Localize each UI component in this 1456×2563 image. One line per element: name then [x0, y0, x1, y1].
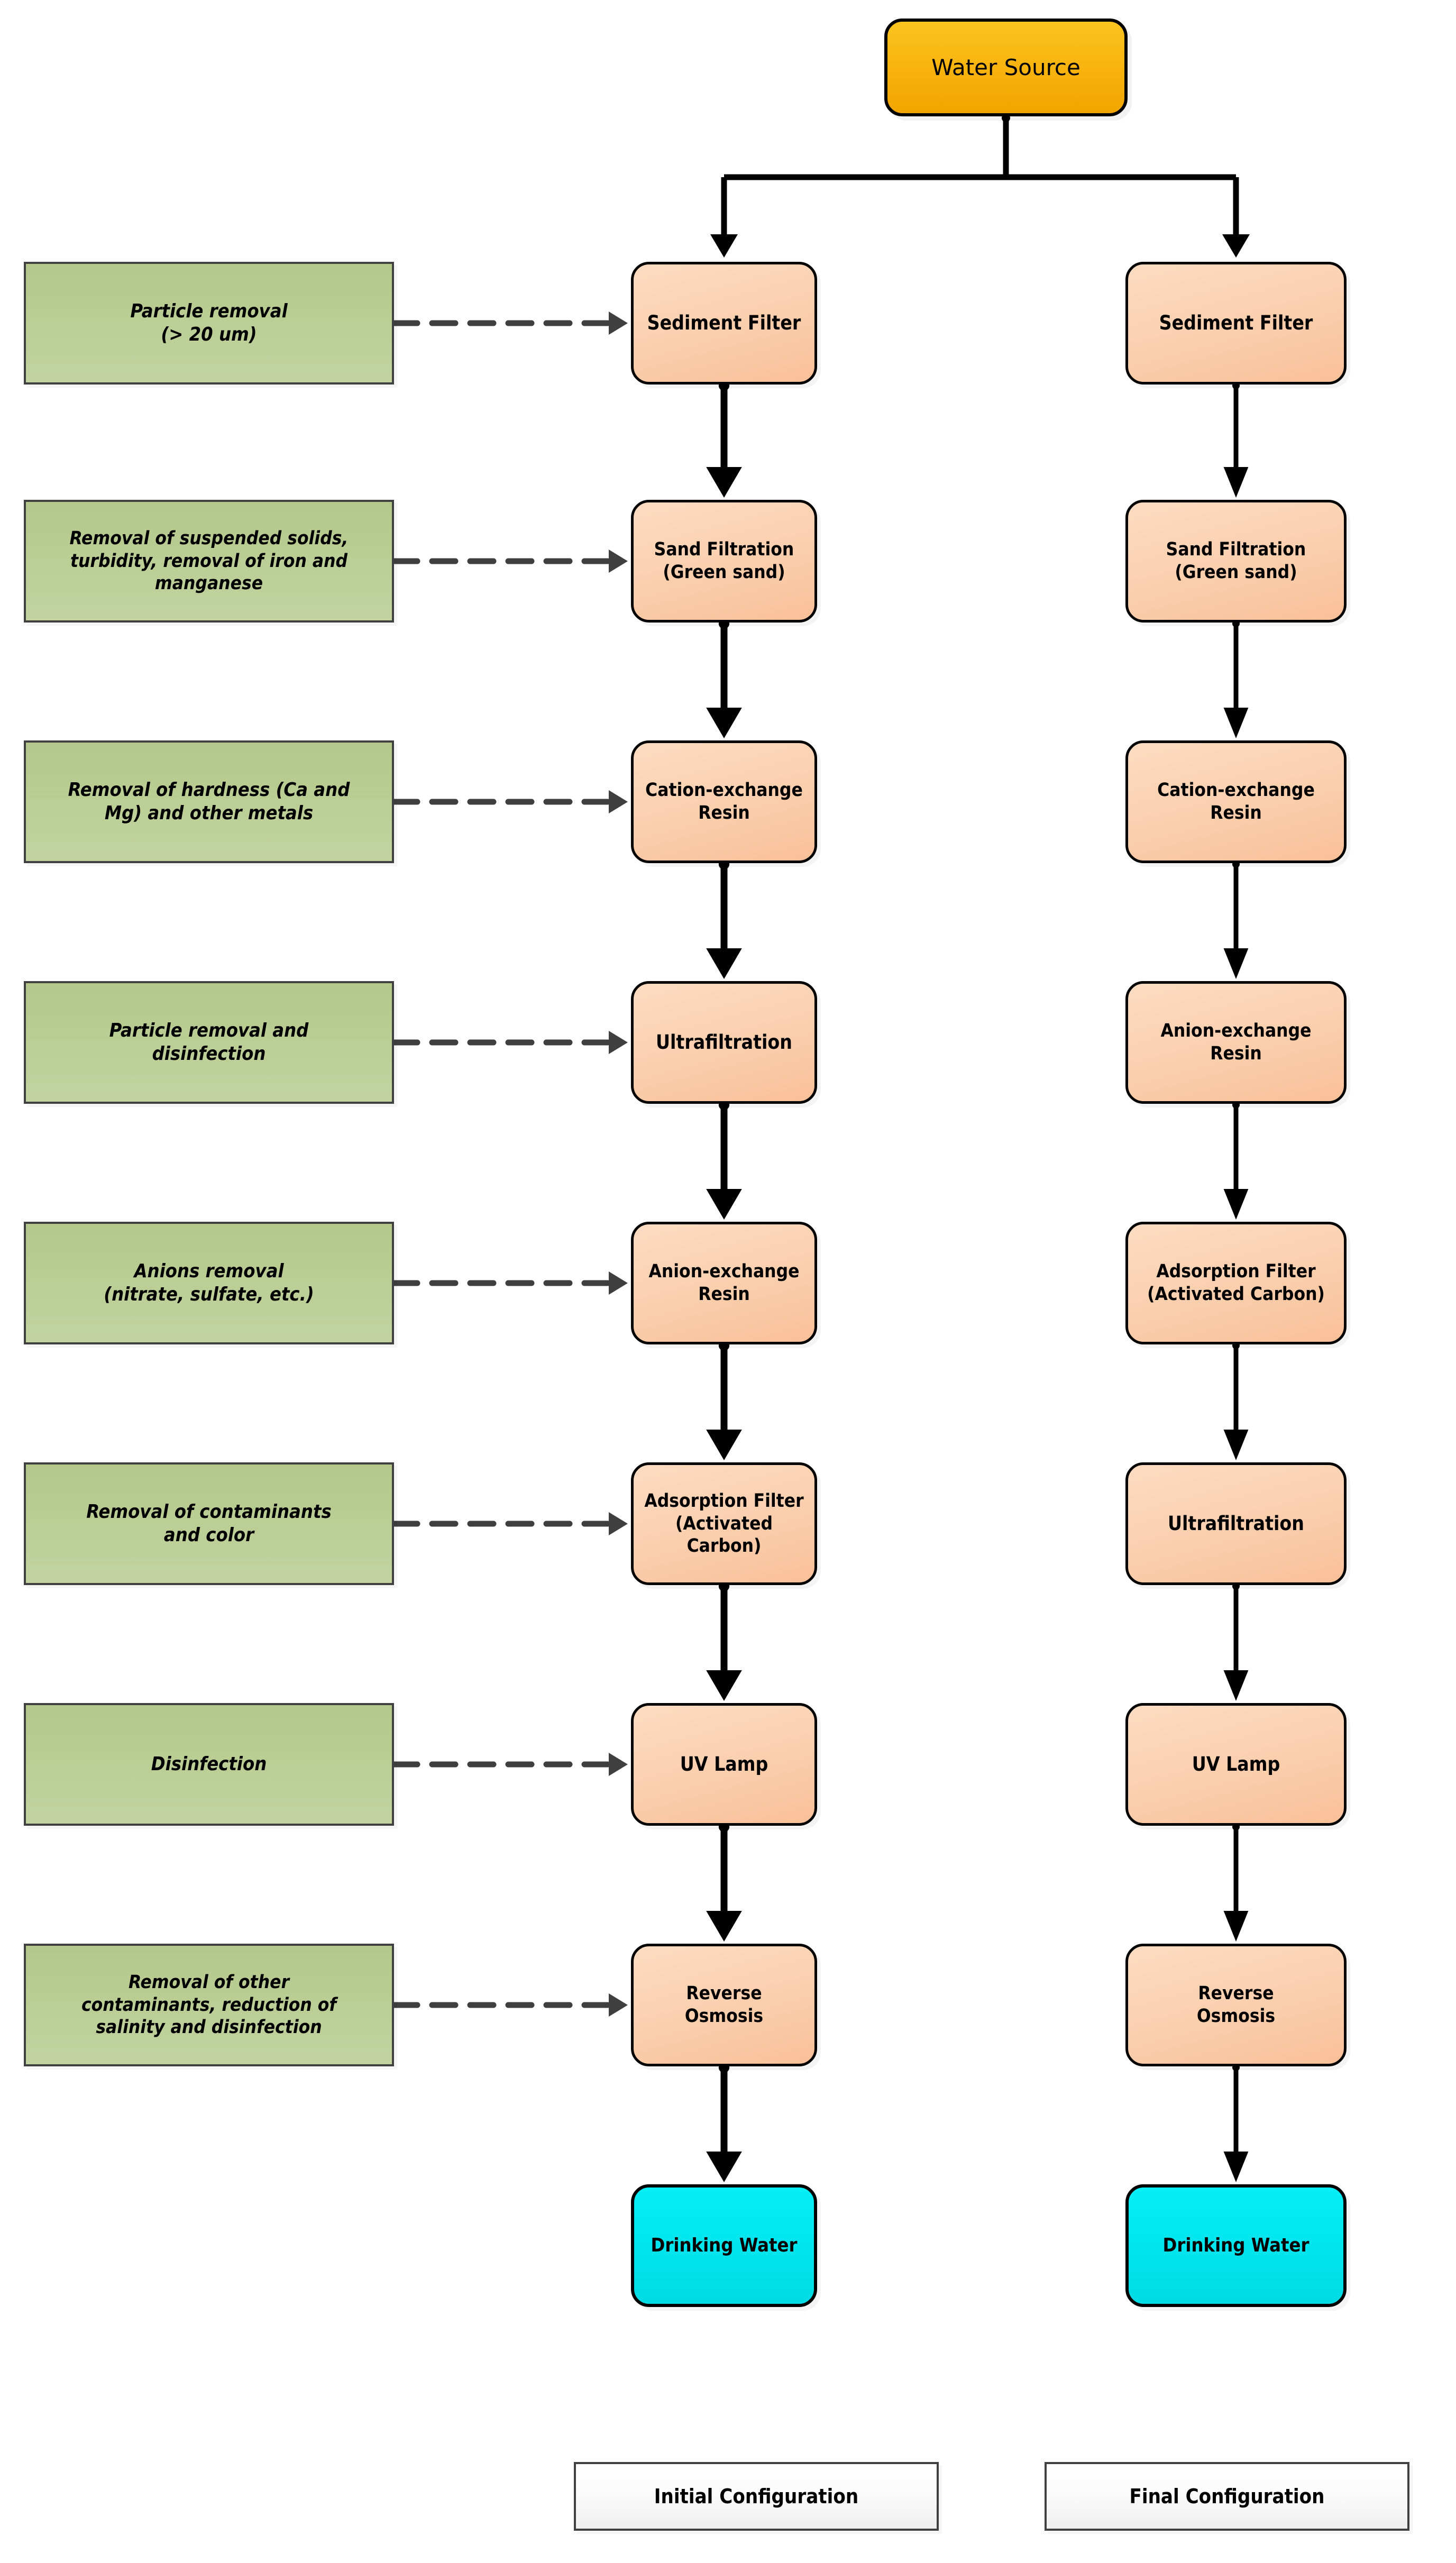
node-final-5[interactable]: Adsorption Filter(Activated Carbon): [1125, 1222, 1347, 1344]
node-initial-1[interactable]: Sediment Filter: [631, 262, 817, 385]
node-final-9[interactable]: Drinking Water: [1125, 2184, 1347, 2307]
node-initial-4[interactable]: Ultrafiltration: [631, 981, 817, 1104]
node-final-5-label: Adsorption Filter(Activated Carbon): [1147, 1261, 1325, 1305]
node-initial-9-label: Drinking Water: [651, 2235, 798, 2257]
annotation-box-5-label: Anions removal(nitrate, sulfate, etc.): [104, 1260, 314, 1305]
node-initial-2[interactable]: Sand Filtration(Green sand): [631, 500, 817, 623]
node-water-source[interactable]: Water Source: [884, 19, 1128, 116]
annotation-box-1[interactable]: Particle removal(> 20 um): [24, 262, 394, 385]
annotation-box-1-label: Particle removal(> 20 um): [130, 300, 288, 345]
legend-final-configuration-label: Final Configuration: [1129, 2484, 1325, 2508]
node-initial-1-label: Sediment Filter: [647, 312, 801, 335]
annotation-box-2[interactable]: Removal of suspended solids,turbidity, r…: [24, 500, 394, 623]
node-initial-4-label: Ultrafiltration: [656, 1031, 792, 1054]
node-water-source-label: Water Source: [931, 54, 1080, 80]
node-final-2[interactable]: Sand Filtration(Green sand): [1125, 500, 1347, 623]
node-final-6[interactable]: Ultrafiltration: [1125, 1462, 1347, 1585]
node-initial-7-label: UV Lamp: [680, 1753, 768, 1776]
node-initial-6-label: Adsorption Filter(Activated Carbon): [644, 1490, 804, 1557]
legend-initial-configuration[interactable]: Initial Configuration: [574, 2462, 939, 2531]
node-final-2-label: Sand Filtration(Green sand): [1166, 539, 1306, 583]
annotation-box-2-label: Removal of suspended solids,turbidity, r…: [69, 527, 349, 594]
node-final-6-label: Ultrafiltration: [1168, 1512, 1304, 1535]
annotation-box-7[interactable]: Disinfection: [24, 1703, 394, 1826]
node-initial-9[interactable]: Drinking Water: [631, 2184, 817, 2307]
node-final-9-label: Drinking Water: [1162, 2235, 1310, 2257]
node-initial-6[interactable]: Adsorption Filter(Activated Carbon): [631, 1462, 817, 1585]
node-final-7[interactable]: UV Lamp: [1125, 1703, 1347, 1826]
node-final-1[interactable]: Sediment Filter: [1125, 262, 1347, 385]
branch-connector: [0, 0, 1456, 275]
annotation-box-5[interactable]: Anions removal(nitrate, sulfate, etc.): [24, 1222, 394, 1344]
node-final-1-label: Sediment Filter: [1159, 312, 1313, 335]
legend-final-configuration[interactable]: Final Configuration: [1045, 2462, 1409, 2531]
node-initial-2-label: Sand Filtration(Green sand): [654, 539, 794, 583]
annotation-box-7-label: Disinfection: [151, 1753, 267, 1775]
node-initial-7[interactable]: UV Lamp: [631, 1703, 817, 1826]
legend-initial-configuration-label: Initial Configuration: [654, 2484, 859, 2508]
node-final-7-label: UV Lamp: [1192, 1753, 1280, 1776]
